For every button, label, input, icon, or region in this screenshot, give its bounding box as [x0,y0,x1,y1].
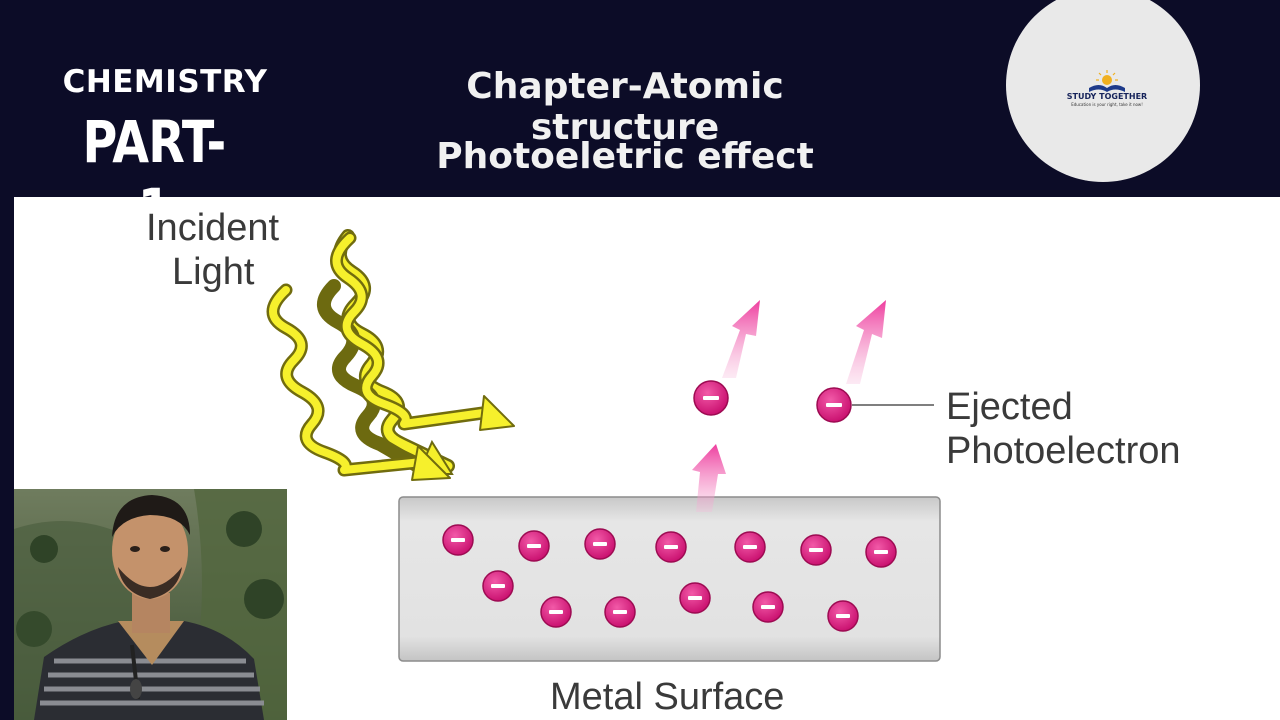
photon-wave-upper [330,231,515,431]
presenter-photo [14,489,287,720]
incident-light-wave-lower [317,279,435,479]
metal-electron [752,591,784,623]
channel-logo [1006,0,1200,182]
metal-electron [442,524,474,556]
ejected-electron-1 [693,380,729,416]
metal-surface-label: Metal Surface [550,676,785,718]
metal-electron [604,596,636,628]
metal-electron [827,600,859,632]
metal-electron [540,596,572,628]
chapter-title: Chapter-Atomic structure [466,66,784,148]
incident-light-label-line2: Light [172,251,255,293]
metal-electron [734,531,766,563]
ejection-arrow-surface [692,444,726,512]
metal-electrons [442,524,897,632]
metal-electron [679,582,711,614]
logo-tagline: Education is your right, take it now! [1071,102,1143,107]
photon-wave-lower [266,283,451,481]
logo-name: STUDY TOGETHER [1066,92,1148,101]
logo-book-icon [1089,70,1125,92]
metal-electron [800,534,832,566]
metal-electron [518,530,550,562]
subject-title: CHEMISTRY [62,64,268,100]
incident-light-label-line1: Incident [146,207,280,249]
ejected-electron-2 [816,387,852,423]
ejected-label-line1: Ejected [946,386,1073,428]
ejection-arrow-right [846,300,886,384]
photon-arrowhead-upper [479,395,515,431]
metal-electron [482,570,514,602]
topic-title: Photoeletric effect [436,136,814,177]
ejected-label-line2: Photoelectron [946,430,1181,472]
metal-electron [865,536,897,568]
ejection-arrow-left [722,300,760,378]
metal-electron [584,528,616,560]
photon-arrowhead-lower [411,445,451,481]
metal-electron [655,531,687,563]
